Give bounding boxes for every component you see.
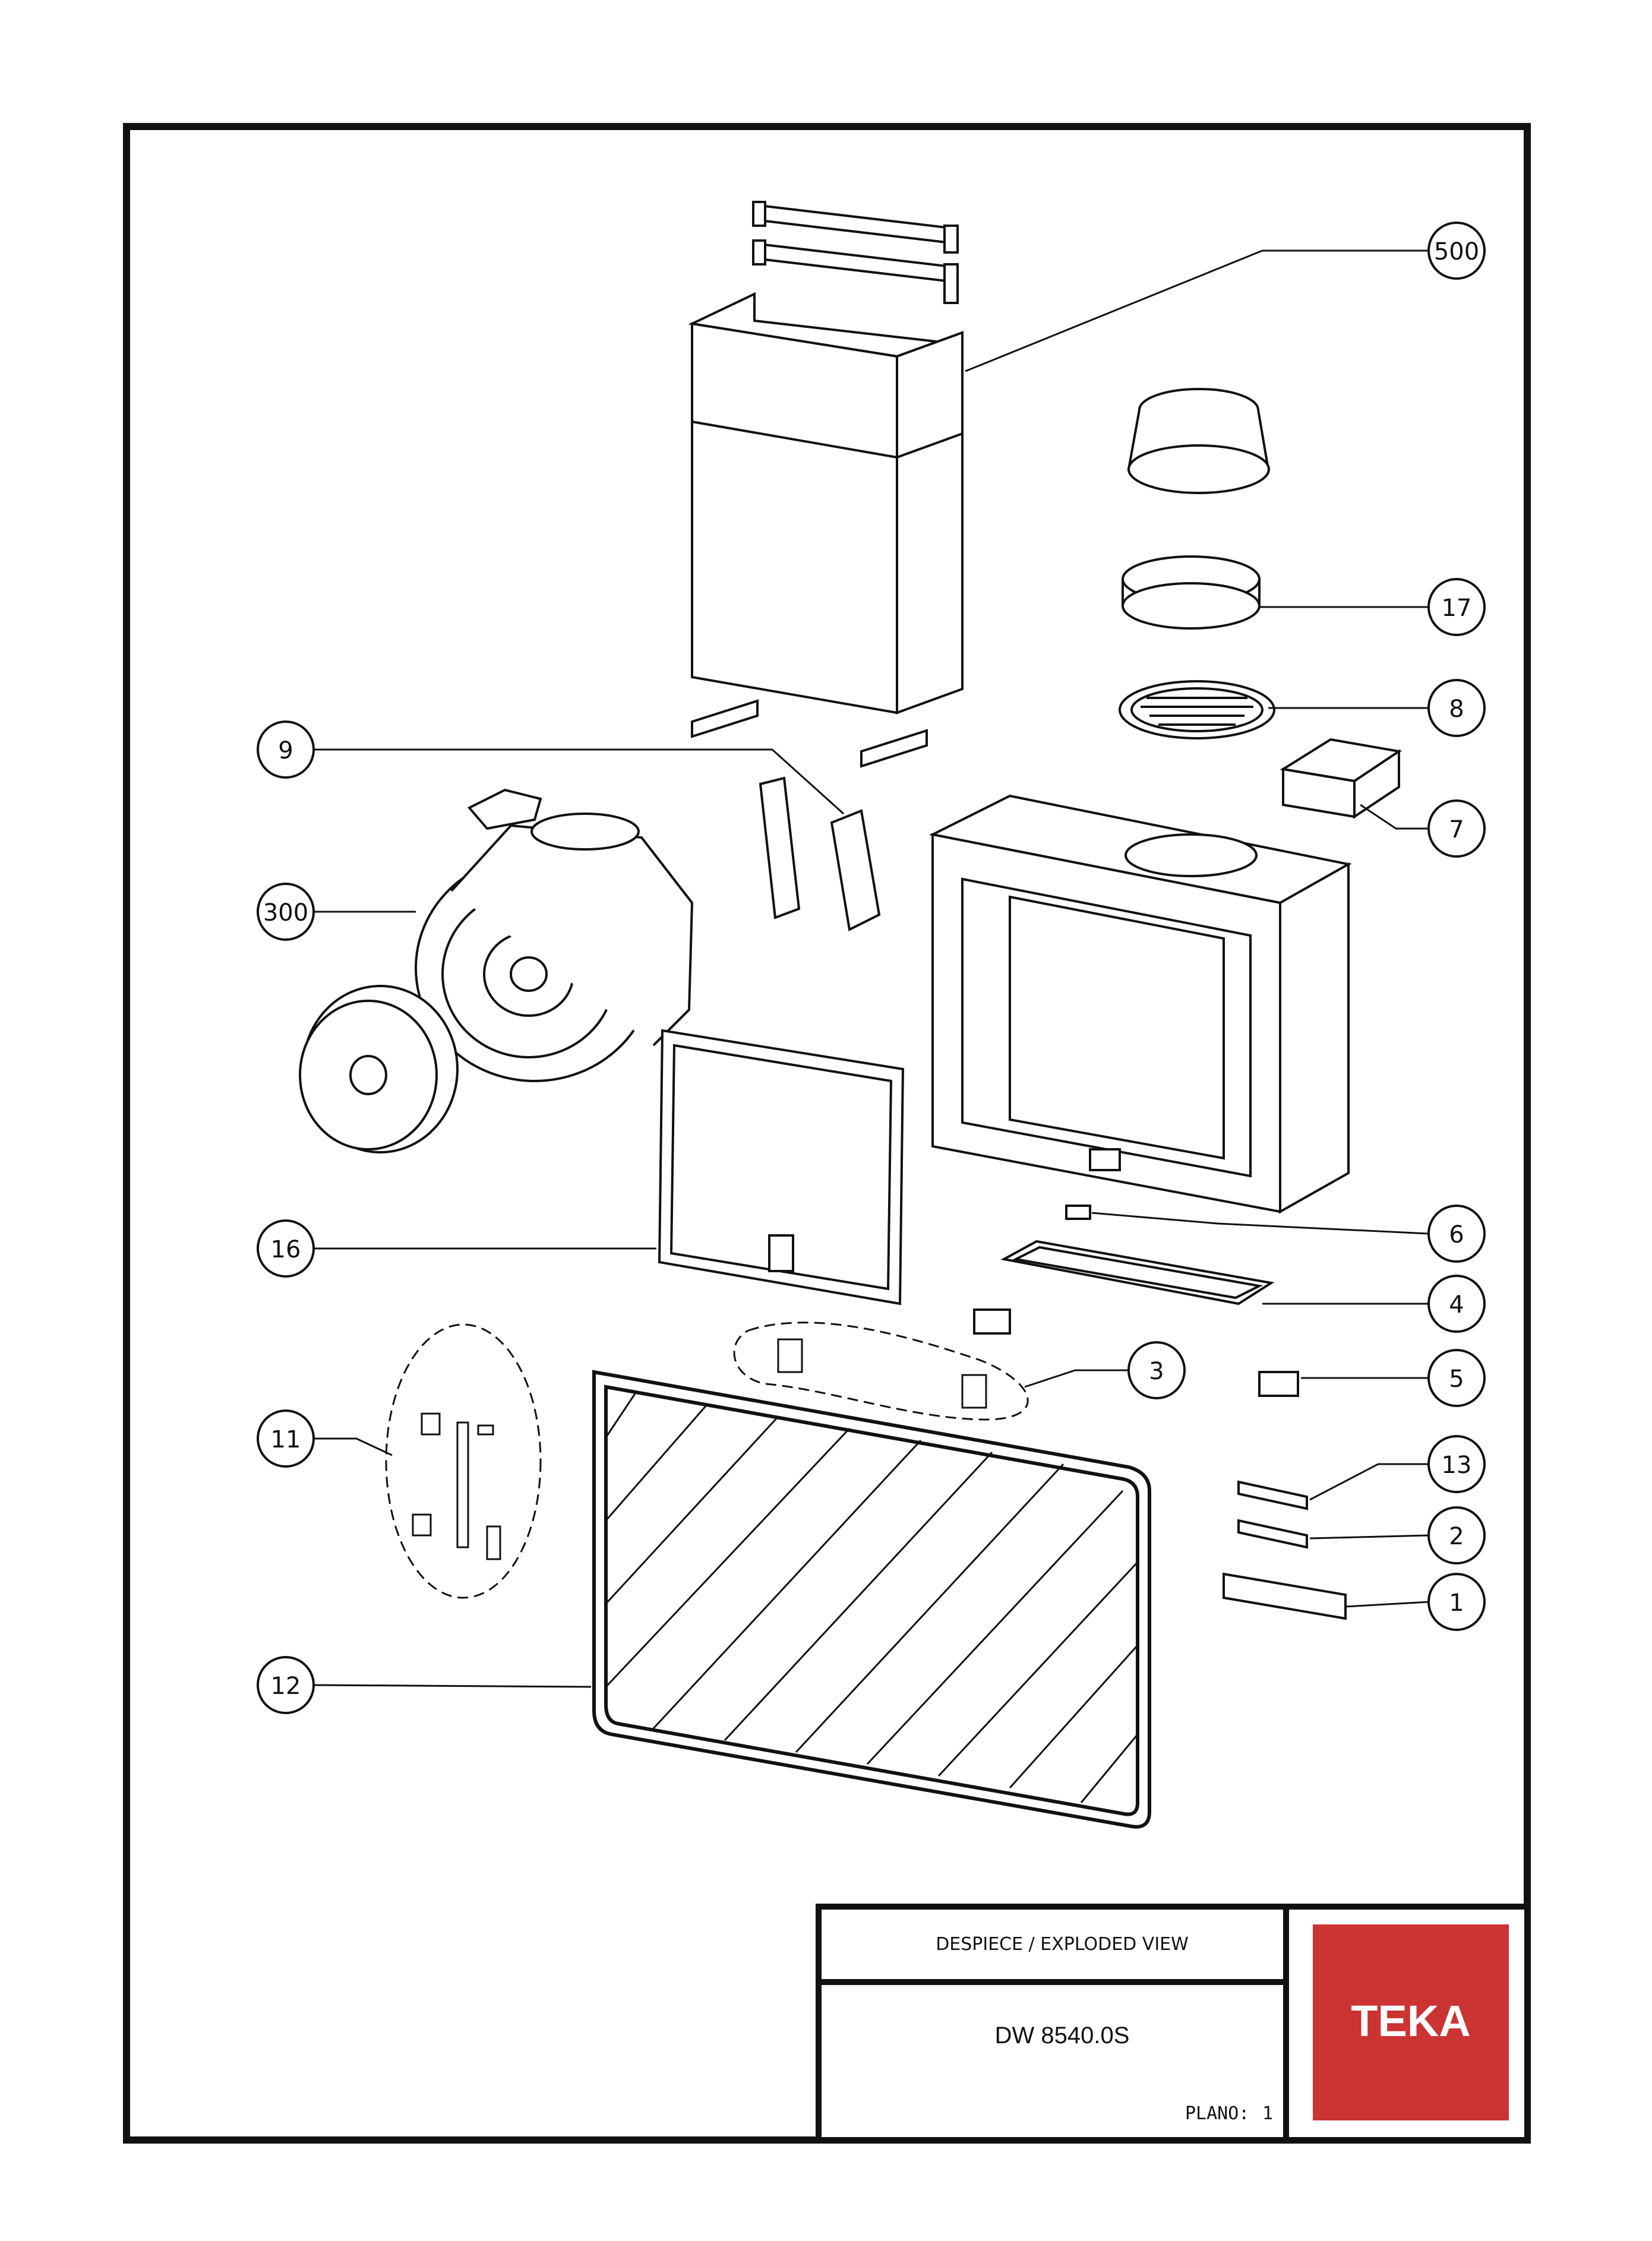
callout-9: 9 (257, 720, 315, 779)
svg-text:2: 2 (1449, 1523, 1464, 1550)
callout-3: 3 (1127, 1341, 1186, 1399)
svg-text:4: 4 (1449, 1291, 1464, 1319)
part-8-grille (1119, 680, 1275, 739)
duct-reducer (1127, 388, 1270, 494)
plano-number: 1 (1262, 2103, 1273, 2124)
svg-text:5: 5 (1449, 1366, 1464, 1393)
callout-5: 5 (1427, 1349, 1486, 1407)
carbon-filter (299, 985, 459, 1153)
leader-lines (313, 249, 1429, 1688)
part-500-chimney (688, 201, 964, 768)
title-description: DESPIECE / EXPLODED VIEW (936, 1934, 1189, 1955)
svg-text:9: 9 (278, 737, 293, 764)
model-number: DW 8540.0S (995, 2022, 1130, 2049)
svg-text:3: 3 (1149, 1358, 1164, 1385)
svg-text:8: 8 (1449, 696, 1464, 723)
callout-11: 11 (257, 1409, 315, 1468)
connector-top (973, 1308, 1011, 1335)
hood-body (928, 794, 1352, 1214)
callout-1: 1 (1427, 1573, 1486, 1631)
svg-text:300: 300 (263, 899, 308, 927)
svg-text:6: 6 (1449, 1221, 1464, 1248)
part-7-electronic-box (1280, 738, 1403, 819)
part-5-connector (1258, 1371, 1299, 1397)
callout-8: 8 (1427, 679, 1486, 737)
callout-17: 17 (1427, 578, 1486, 636)
callout-500: 500 (1427, 222, 1486, 280)
svg-text:16: 16 (271, 1236, 301, 1263)
part-4-light-panel (1000, 1240, 1275, 1306)
part-12-glass-panel (592, 1370, 1151, 1829)
part-2-clip (1237, 1519, 1308, 1549)
part-17-duct-ring (1122, 555, 1261, 630)
plano-label: PLANO: (1185, 2103, 1249, 2124)
teka-logo: TEKA (1313, 1924, 1509, 2120)
callout-7: 7 (1427, 799, 1486, 858)
part-9-bracket (759, 776, 881, 931)
svg-text:500: 500 (1434, 238, 1479, 265)
part-13-clip (1237, 1480, 1308, 1510)
part-11-gas-spring-kit (385, 1323, 542, 1599)
callout-6: 6 (1427, 1205, 1486, 1263)
svg-text:1: 1 (1449, 1589, 1464, 1617)
callout-12: 12 (257, 1656, 315, 1714)
callout-16: 16 (257, 1219, 315, 1278)
part-1-control-panel (1223, 1572, 1347, 1620)
callout-2: 2 (1427, 1506, 1486, 1564)
svg-text:11: 11 (271, 1426, 301, 1453)
part-6-switch (1065, 1205, 1091, 1220)
part-300-motor (415, 788, 694, 1082)
svg-text:13: 13 (1442, 1452, 1472, 1479)
callout-13: 13 (1427, 1435, 1486, 1493)
part-3-hinges (733, 1322, 1029, 1421)
svg-text:7: 7 (1449, 816, 1464, 843)
callout-4: 4 (1427, 1275, 1486, 1333)
brand-name: TEKA (1351, 1996, 1470, 2046)
svg-text:12: 12 (271, 1673, 301, 1700)
svg-text:17: 17 (1442, 595, 1472, 622)
callout-300: 300 (257, 883, 315, 941)
part-16-grease-filter (658, 1029, 905, 1306)
